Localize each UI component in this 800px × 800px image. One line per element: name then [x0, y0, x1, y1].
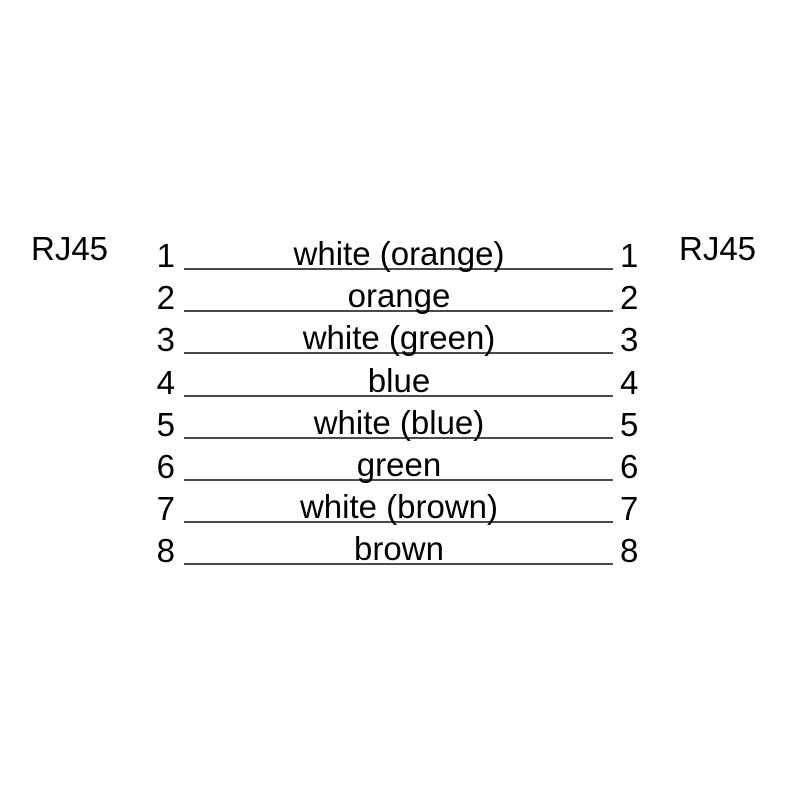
left-pin-number: 7 — [156, 490, 175, 528]
left-pin-number: 6 — [156, 448, 175, 485]
wire-color-label: orange — [347, 277, 451, 315]
wire-conductor-line — [184, 479, 613, 481]
left-connector-label: RJ45 — [31, 230, 109, 267]
left-pin-number: 4 — [156, 363, 175, 401]
right-pin-number: 6 — [620, 448, 639, 485]
left-pin-number: 1 — [156, 237, 175, 274]
right-pin-number: 2 — [620, 279, 639, 317]
wire-color-label: white (orange) — [293, 235, 505, 272]
wire-conductor-line — [184, 352, 613, 355]
wire-conductor-line — [184, 394, 613, 397]
right-pin-number: 1 — [620, 237, 639, 274]
wire-color-label: brown — [354, 530, 444, 568]
left-pin-number: 8 — [156, 532, 175, 570]
wire-color-label: white (green) — [302, 319, 496, 357]
left-pin-number: 2 — [156, 279, 175, 317]
right-pin-number: 8 — [620, 532, 639, 570]
left-pin-number: 3 — [156, 321, 175, 359]
wire-conductor-line — [184, 436, 613, 439]
wire-color-label: white (brown) — [299, 488, 499, 526]
wire-color-label: green — [356, 446, 442, 483]
wire-conductor-line — [184, 268, 613, 270]
right-pin-number: 5 — [620, 405, 639, 443]
wire-conductor-line — [184, 521, 613, 524]
wire-color-label: blue — [367, 361, 431, 399]
right-connector-label: RJ45 — [679, 230, 757, 267]
right-pin-number: 4 — [620, 363, 639, 401]
right-pin-number: 7 — [620, 490, 639, 528]
wire-conductor-line — [184, 563, 613, 566]
wire-conductor-line — [184, 310, 613, 313]
left-pin-number: 5 — [156, 405, 175, 443]
wire-color-label: white (blue) — [313, 403, 485, 441]
right-pin-number: 3 — [620, 321, 639, 359]
